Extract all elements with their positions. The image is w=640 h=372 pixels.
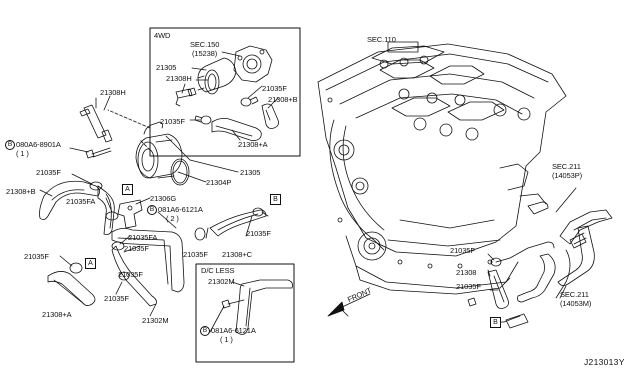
engine-block [317, 41, 567, 295]
left-parts [39, 95, 269, 317]
hose-21308a-4wd [211, 118, 262, 142]
inset-dc-less [195, 263, 295, 363]
bracket-21306g [117, 199, 143, 229]
oil-cooler-21305 [135, 121, 183, 179]
label-21035f-9: 21035F [456, 282, 481, 291]
label-sec150-sub: (15238) [192, 49, 218, 58]
label-sec211-a: SEC.211 [552, 162, 581, 171]
bolt-marker-1: B [5, 140, 15, 150]
label-21035f-6: 21035F [183, 250, 208, 259]
hose-21308b-4wd [261, 103, 279, 129]
bolt-080a6 [85, 147, 112, 159]
label-21308: 21308 [456, 268, 477, 277]
connector-21308h [79, 97, 113, 143]
label-sec211-a-sub: (14053P) [552, 171, 583, 180]
front-arrow [327, 293, 371, 317]
label-sec211-b-sub: (14053M) [560, 299, 592, 308]
ref-marker-b-2: B [490, 317, 501, 328]
label-21305-inset: 21305 [156, 63, 177, 72]
label-21035f-1: 21035F [36, 168, 61, 177]
oil-cooler-4wd [197, 45, 273, 95]
clamp-4wd-left [194, 115, 212, 125]
label-21308b-inset: 21308+B [268, 95, 298, 104]
hose-21302m [111, 228, 185, 307]
pipes-right [467, 187, 613, 329]
label-21035f-4: 21035F [118, 270, 143, 279]
label-bolt-080a6: 080A6-8901A [16, 140, 61, 149]
label-21035f-inset-left: 21035F [160, 117, 185, 126]
ref-marker-a-1: A [122, 184, 133, 195]
bolt-marker-3: B [200, 326, 210, 336]
label-21035f-5: 21035F [246, 229, 271, 238]
label-21035f-3: 21035F [24, 252, 49, 261]
inset-4wd [149, 27, 301, 157]
label-21308a-inset: 21308+A [238, 140, 268, 149]
ref-marker-b-1: B [270, 194, 281, 205]
label-bolt-081a6-2: 081A6-6121A [158, 205, 203, 214]
label-sec150: SEC.150 [190, 40, 220, 49]
label-21302m: 21302M [142, 316, 169, 325]
label-21035fa-2: 21035FA [128, 233, 158, 242]
label-sec110: SEC.110 [367, 35, 396, 44]
hose-21308b [39, 180, 115, 235]
o-ring-21304p [170, 158, 190, 186]
label-21306g: 21306G [150, 194, 177, 203]
label-21035f-8: 21035F [450, 246, 475, 255]
label-21035f-inset-right: 21035F [262, 84, 287, 93]
label-bolt-081a6-3-qty: ( 1 ) [220, 335, 233, 344]
diagram-code: J213013Y [584, 357, 625, 367]
label-21308b: 21308+B [6, 187, 36, 196]
label-dc-less: D/C LESS [201, 266, 235, 275]
label-21035f-2: 21035F [124, 244, 149, 253]
label-21302m-dc: 21302M [208, 277, 235, 286]
connector-4wd [175, 83, 197, 107]
ref-marker-a-2: A [85, 258, 96, 269]
label-bolt-080a6-qty: ( 1 ) [16, 149, 29, 158]
label-sec211-b: SEC.211 [560, 290, 589, 299]
label-21304p: 21304P [206, 178, 232, 187]
label-bolt-081a6-3: 081A6-6121A [211, 326, 256, 335]
clamps-left [69, 181, 264, 281]
bolt-marker-2: B [147, 205, 157, 215]
label-bolt-081a6-2-qty: ( 2 ) [166, 214, 179, 223]
label-21035f-7: 21035F [104, 294, 129, 303]
label-21308h: 21308H [100, 88, 126, 97]
label-21308a: 21308+A [42, 310, 72, 319]
label-21308h-inset: 21308H [166, 74, 192, 83]
label-21035fa-1: 21035FA [66, 197, 96, 206]
label-21308c: 21308+C [222, 250, 252, 259]
clamp-4wd-right [240, 96, 259, 107]
label-4wd: 4WD [154, 31, 171, 40]
hose-21308a [47, 271, 96, 306]
label-21305: 21305 [240, 168, 261, 177]
